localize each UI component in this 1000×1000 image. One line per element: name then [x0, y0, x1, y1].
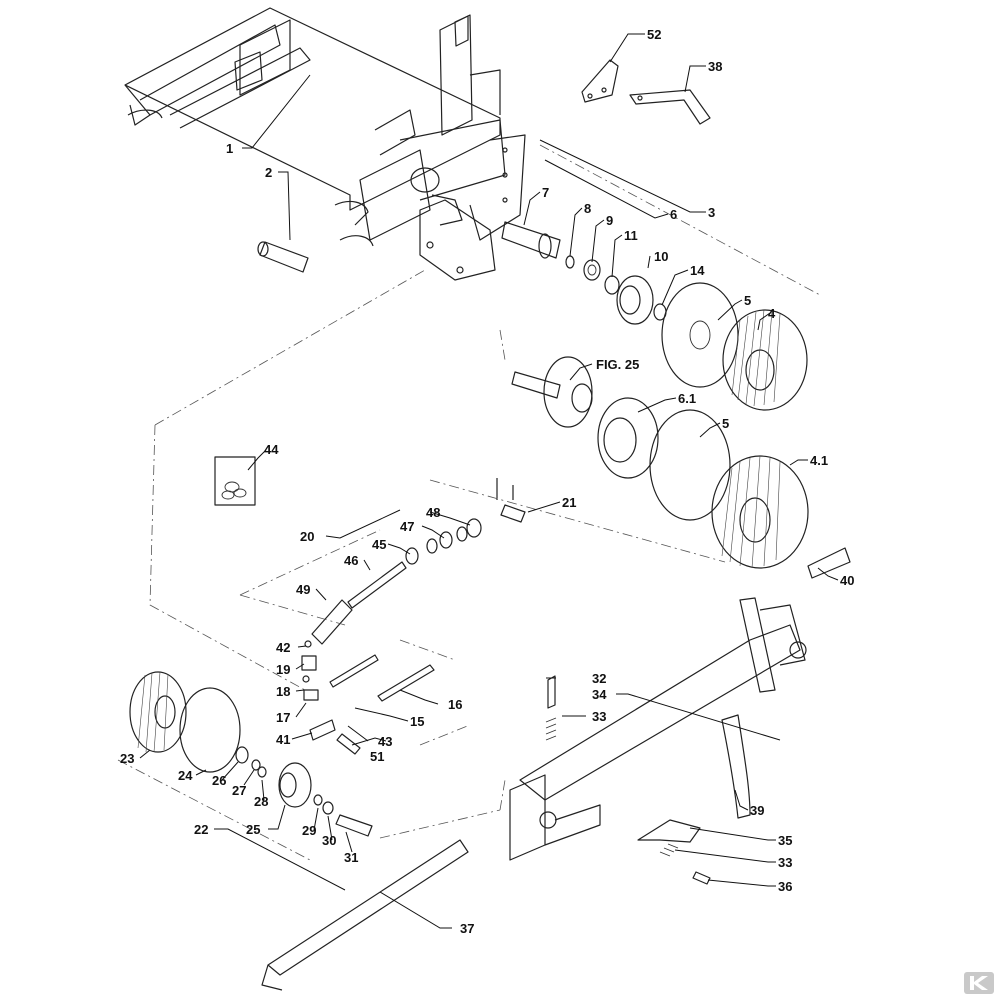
- callout-35: 35: [778, 833, 792, 848]
- callout-27: 27: [232, 783, 246, 798]
- callout-1: 1: [226, 141, 233, 156]
- k-logo-glyph: [970, 976, 988, 990]
- callout-30: 30: [322, 833, 336, 848]
- callout-33-lower: 33: [778, 855, 792, 870]
- callout-46: 46: [344, 553, 358, 568]
- callout-37: 37: [460, 921, 474, 936]
- callout-31: 31: [344, 850, 358, 865]
- callout-9: 9: [606, 213, 613, 228]
- callout-17: 17: [276, 710, 290, 725]
- assembly-boundaries: [117, 144, 821, 861]
- callout-44: 44: [264, 442, 279, 457]
- callout-41: 41: [276, 732, 290, 747]
- callout-20: 20: [300, 529, 314, 544]
- callout-7: 7: [542, 185, 549, 200]
- pin-part: [257, 241, 309, 273]
- callout-48: 48: [426, 505, 440, 520]
- leader-lines: [139, 33, 839, 929]
- callout-38: 38: [708, 59, 722, 74]
- callout-52: 52: [647, 27, 661, 42]
- callout-28: 28: [254, 794, 268, 809]
- main-frame-part: [124, 7, 526, 281]
- callout-42: 42: [276, 640, 290, 655]
- callout-45: 45: [372, 537, 386, 552]
- cylinder-assembly: [214, 456, 526, 755]
- callout-18: 18: [276, 684, 290, 699]
- callout-25: 25: [246, 822, 260, 837]
- callout-15: 15: [410, 714, 424, 729]
- callout-51: 51: [370, 749, 384, 764]
- callout-21: 21: [562, 495, 576, 510]
- callout-6-1: 6.1: [678, 391, 696, 406]
- callout-39: 39: [750, 803, 764, 818]
- callout-19: 19: [276, 662, 290, 677]
- callout-34: 34: [592, 687, 607, 702]
- callout-14: 14: [690, 263, 705, 278]
- bracket-part: [581, 59, 711, 125]
- callout-36: 36: [778, 879, 792, 894]
- callout-2: 2: [265, 165, 272, 180]
- callout-29: 29: [302, 823, 316, 838]
- callout-8: 8: [584, 201, 591, 216]
- callout-6: 6: [670, 207, 677, 222]
- callout-16: 16: [448, 697, 462, 712]
- callout-fig-25: FIG. 25: [596, 357, 639, 372]
- callout-23: 23: [120, 751, 134, 766]
- callout-3: 3: [708, 205, 715, 220]
- callout-26: 26: [212, 773, 226, 788]
- drawbar-assembly: [261, 547, 851, 991]
- callout-33-upper: 33: [592, 709, 606, 724]
- callout-5-lower: 5: [722, 416, 729, 431]
- callout-4-1: 4.1: [810, 453, 828, 468]
- callout-5-upper: 5: [744, 293, 751, 308]
- callout-47: 47: [400, 519, 414, 534]
- callout-43: 43: [378, 734, 392, 749]
- callout-22: 22: [194, 822, 208, 837]
- small-wheel-assembly: [129, 671, 373, 837]
- callout-40: 40: [840, 573, 854, 588]
- callout-24: 24: [178, 768, 193, 783]
- callout-49: 49: [296, 582, 310, 597]
- upper-wheel-assembly: [501, 221, 809, 569]
- callout-10: 10: [654, 249, 668, 264]
- callout-4: 4: [768, 306, 776, 321]
- callout-11: 11: [624, 228, 638, 243]
- k-logo-icon: [964, 972, 994, 994]
- callout-labels: 1 2 3 4 4.1 5 5 6 6.1 7 8 9 10 11 14 FIG…: [120, 27, 854, 936]
- callout-32: 32: [592, 671, 606, 686]
